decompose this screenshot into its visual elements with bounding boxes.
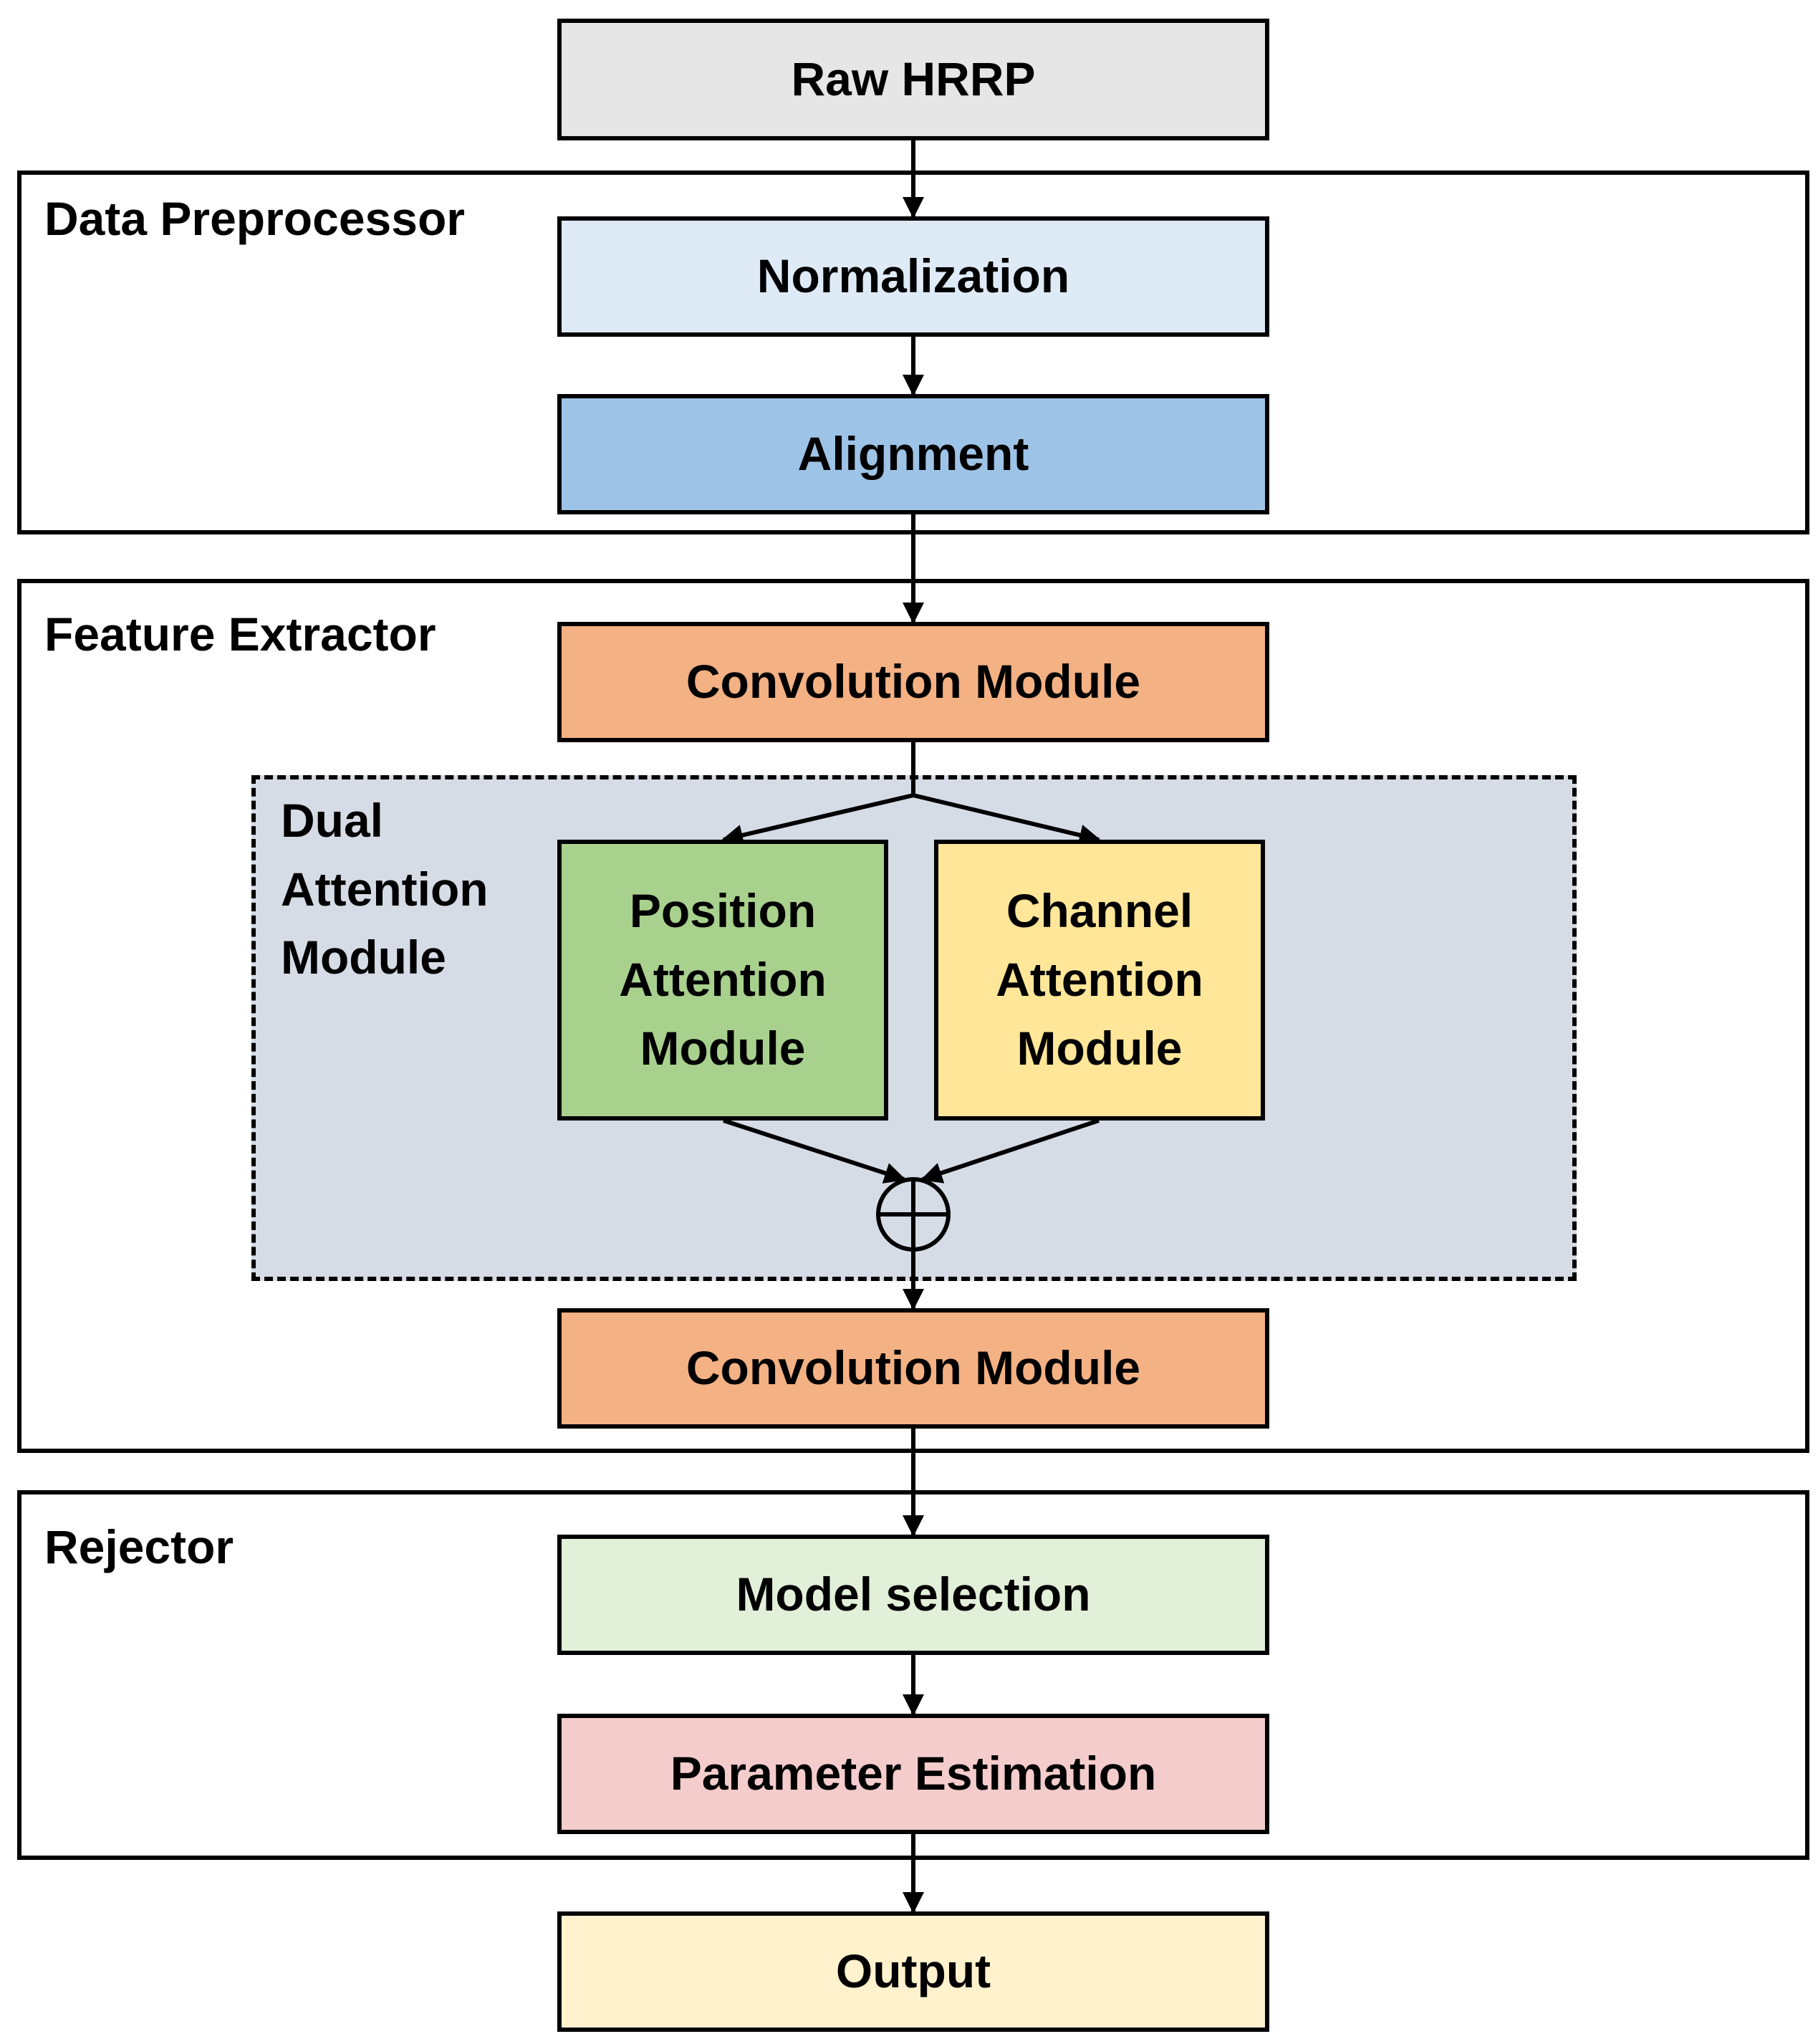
normalization-box: Normalization bbox=[557, 216, 1269, 337]
channel-attention-module-box: Channel Attention Module bbox=[934, 840, 1265, 1121]
raw-hrrp-box: Raw HRRP bbox=[557, 19, 1269, 140]
convolution-module-label-1: Convolution Module bbox=[686, 655, 1141, 709]
output-label: Output bbox=[835, 1944, 991, 1998]
feature-extractor-title: Feature Extractor bbox=[44, 608, 436, 661]
convolution-module-box-2: Convolution Module bbox=[557, 1308, 1269, 1429]
convolution-module-box-1: Convolution Module bbox=[557, 622, 1269, 742]
alignment-label: Alignment bbox=[797, 427, 1029, 481]
dual-attention-title: Dual Attention Module bbox=[281, 794, 489, 984]
arrow-channel-to-sum bbox=[920, 1118, 1100, 1184]
position-attention-module-label: Position Attention Module bbox=[619, 884, 827, 1075]
arrow-split-to-channel bbox=[913, 793, 1101, 846]
normalization-label: Normalization bbox=[756, 249, 1070, 303]
sum-node-icon bbox=[876, 1177, 951, 1252]
alignment-box: Alignment bbox=[557, 394, 1269, 514]
position-attention-module-box: Position Attention Module bbox=[557, 840, 888, 1121]
convolution-module-label-2: Convolution Module bbox=[686, 1341, 1141, 1395]
arrow-split-to-position bbox=[721, 793, 914, 846]
parameter-estimation-box: Parameter Estimation bbox=[557, 1714, 1269, 1834]
model-selection-label: Model selection bbox=[736, 1568, 1091, 1621]
data-preprocessor-title: Data Preprocessor bbox=[44, 192, 465, 245]
channel-attention-module-label: Channel Attention Module bbox=[996, 884, 1203, 1075]
parameter-estimation-label: Parameter Estimation bbox=[670, 1747, 1157, 1800]
rejector-title: Rejector bbox=[44, 1520, 234, 1573]
raw-hrrp-label: Raw HRRP bbox=[791, 52, 1036, 106]
model-selection-box: Model selection bbox=[557, 1535, 1269, 1655]
arrow-position-to-sum bbox=[723, 1118, 906, 1184]
output-box: Output bbox=[557, 1911, 1269, 2032]
